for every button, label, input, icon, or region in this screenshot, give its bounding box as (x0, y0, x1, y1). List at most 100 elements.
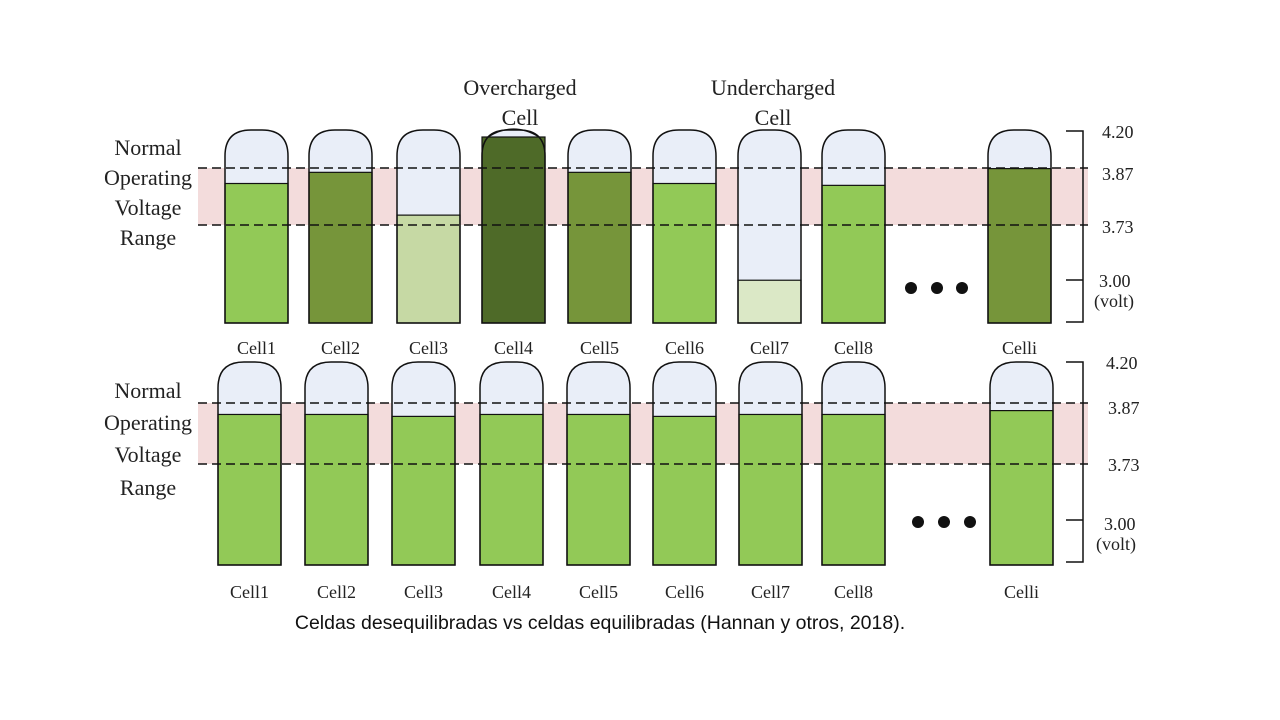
scale-band-high: 3.87 (1108, 398, 1140, 418)
charge-level (737, 279, 802, 324)
cell-label: Cell4 (494, 338, 533, 358)
undercharged-label-line-1: Undercharged (711, 75, 835, 100)
balanced-panel: Cell1 Cell2 Cell3 Cell4 Cell5 Cell6 Cell7 Cell8… (104, 353, 1139, 602)
cell-outline (737, 129, 802, 324)
scale-bottom: 3.00 (1104, 514, 1136, 534)
scale-top: 4.20 (1102, 122, 1134, 142)
cell-label: Cell5 (580, 338, 619, 358)
scale-top: 4.20 (1106, 353, 1138, 373)
battery-cell: Cell2 (304, 361, 369, 602)
cell-group: Cell1 Cell2 Cell3 Cell4 Cell5 Cell6 Cell7 Cell8… (217, 361, 1054, 602)
charge-level (567, 171, 632, 324)
cell-outline (308, 129, 373, 324)
cell-label: Cell3 (409, 338, 448, 358)
scale-band-low: 3.73 (1102, 217, 1134, 237)
battery-cell: Cell7 (738, 361, 803, 602)
charge-level (738, 413, 803, 566)
charge-level (652, 182, 717, 324)
cell-label: Cell8 (834, 582, 873, 602)
cell-label: Cell3 (404, 582, 443, 602)
cell-outline (224, 129, 289, 324)
cell-outline (567, 129, 632, 324)
battery-cell: Cell3 (396, 129, 461, 358)
charge-level (987, 168, 1052, 324)
battery-cell: Cell6 (652, 129, 717, 358)
band-label-line-2: Operating (104, 410, 192, 435)
charge-level (308, 171, 373, 324)
charge-level (566, 413, 631, 566)
cell-body (738, 130, 801, 323)
overcharged-label-line-1: Overcharged (463, 75, 576, 100)
charge-level (391, 415, 456, 566)
cell-outline (391, 361, 456, 566)
battery-cell: Cell2 (308, 129, 373, 358)
band-label-line-2: Operating (104, 165, 192, 190)
battery-cell: Cell5 (566, 361, 631, 602)
battery-cell: Cell1 (224, 129, 289, 358)
cell-outline (304, 361, 369, 566)
scale-bottom: 3.00 (1099, 271, 1131, 291)
battery-cell: Cell4 (481, 128, 546, 358)
battery-cell: Cell7 (737, 129, 802, 358)
ellipsis-dots (905, 282, 968, 294)
voltage-scale: 4.20 3.87 3.73 3.00 (volt) (1066, 122, 1134, 323)
band-label-line-3: Voltage (115, 442, 182, 467)
cell-label: Cell5 (579, 582, 618, 602)
cell-label: Cell6 (665, 582, 704, 602)
cell-outline (217, 361, 282, 566)
scale-band-high: 3.87 (1102, 164, 1134, 184)
battery-cell: Cell1 (217, 361, 282, 602)
cell-outline (481, 129, 546, 324)
cell-label: Cell7 (751, 582, 790, 602)
cell-outline (821, 129, 886, 324)
charge-level (217, 413, 282, 566)
cell-outline (652, 129, 717, 324)
battery-cell: Cell3 (391, 361, 456, 602)
cell-label: Cell2 (321, 338, 360, 358)
cell-label: Cell4 (492, 582, 531, 602)
battery-cell: Cell8 (821, 129, 886, 358)
cell-label: Cell7 (750, 338, 789, 358)
band-label-line-1: Normal (114, 378, 181, 403)
charge-level (481, 136, 546, 324)
charge-level (396, 214, 461, 324)
battery-cell: Cell8 (821, 361, 886, 602)
overcharge-bulge (487, 128, 540, 138)
charge-level (821, 413, 886, 566)
band-label-line-4: Range (120, 475, 176, 500)
cell-label: Cell6 (665, 338, 704, 358)
cell-outline (987, 129, 1052, 324)
charge-level (652, 415, 717, 566)
battery-cell: Celli (989, 361, 1054, 602)
overcharged-label-line-2: Cell (502, 105, 539, 130)
cell-label: Cell8 (834, 338, 873, 358)
charge-level (821, 184, 886, 324)
cell-outline (396, 129, 461, 324)
band-label-line-3: Voltage (115, 195, 182, 220)
scale-unit: (volt) (1096, 534, 1136, 555)
cell-label: Celli (1002, 338, 1037, 358)
cell-label: Cell1 (230, 582, 269, 602)
battery-cell: Cell5 (567, 129, 632, 358)
charge-level (304, 413, 369, 566)
scale-band-low: 3.73 (1108, 455, 1140, 475)
charge-level (479, 413, 544, 566)
band-label-line-4: Range (120, 225, 176, 250)
cell-outline (821, 361, 886, 566)
charge-level (224, 182, 289, 324)
cell-outline (652, 361, 717, 566)
cell-outline (989, 361, 1054, 566)
cell-outline (738, 361, 803, 566)
battery-cell: Cell4 (479, 361, 544, 602)
cell-label: Celli (1004, 582, 1039, 602)
charge-level (989, 410, 1054, 566)
undercharged-label-line-2: Cell (755, 105, 792, 130)
battery-cell: Cell6 (652, 361, 717, 602)
ellipsis-dots (912, 516, 976, 528)
cell-label: Cell2 (317, 582, 356, 602)
cell-outline (479, 361, 544, 566)
cell-outline (566, 361, 631, 566)
